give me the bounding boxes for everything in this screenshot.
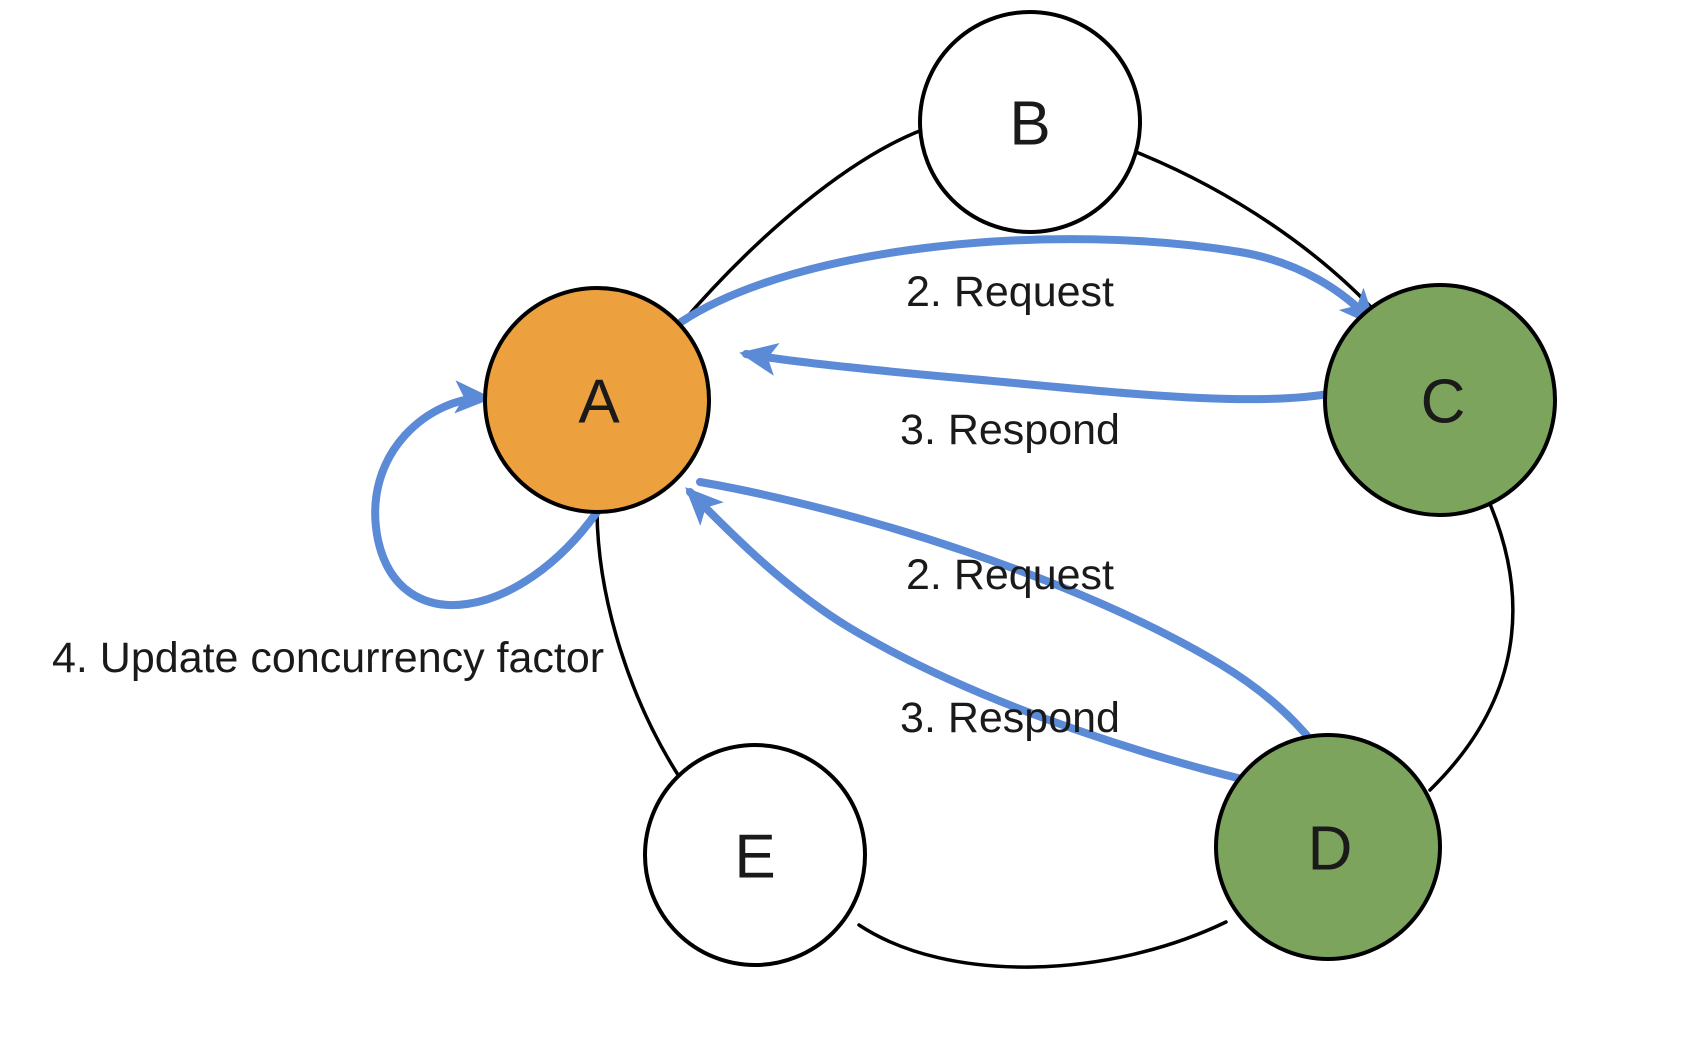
message-edge-a-to-c[interactable] (677, 235, 1377, 328)
node-c-label: C (1421, 368, 1466, 437)
node-b-label: B (1009, 90, 1050, 159)
node-e-circle[interactable] (643, 743, 867, 967)
edge-label-respond-top: 3. Respond (900, 406, 1120, 454)
message-edge-c-to-a[interactable] (739, 343, 1399, 404)
edge-label-self-loop: 4. Update concurrency factor (52, 634, 604, 682)
ring-edge-a-b (678, 128, 924, 327)
node-c-circle[interactable] (1323, 283, 1557, 517)
ring-edge-e-a (595, 510, 682, 780)
edge-label-request-bottom: 2. Request (906, 551, 1114, 599)
message-edge-d-to-a[interactable] (685, 487, 1324, 800)
node-a-circle[interactable] (483, 286, 711, 514)
ring-edge-group (595, 128, 1515, 969)
message-edge-a-to-d[interactable] (696, 478, 1342, 789)
message-edge-group (371, 235, 1399, 800)
node-a-label: A (578, 368, 620, 437)
node-c[interactable]: C (1323, 283, 1557, 517)
node-e[interactable]: E (643, 743, 867, 967)
node-group: B C D E A (483, 10, 1557, 967)
node-d-circle[interactable] (1214, 733, 1442, 961)
node-a[interactable]: A (483, 286, 711, 514)
node-d-label: D (1308, 815, 1353, 884)
node-b-circle[interactable] (918, 10, 1142, 234)
ring-edge-c-d (1428, 502, 1515, 792)
node-b[interactable]: B (918, 10, 1142, 234)
edge-label-respond-bottom: 3. Respond (900, 694, 1120, 742)
message-edge-a-self-loop[interactable] (371, 380, 601, 609)
node-d[interactable]: D (1214, 733, 1442, 961)
edge-label-request-top: 2. Request (906, 268, 1114, 316)
node-e-label: E (734, 823, 775, 892)
ring-edge-d-e (857, 920, 1228, 969)
edge-label-group: 2. Request 3. Respond 2. Request 3. Resp… (52, 268, 1120, 742)
